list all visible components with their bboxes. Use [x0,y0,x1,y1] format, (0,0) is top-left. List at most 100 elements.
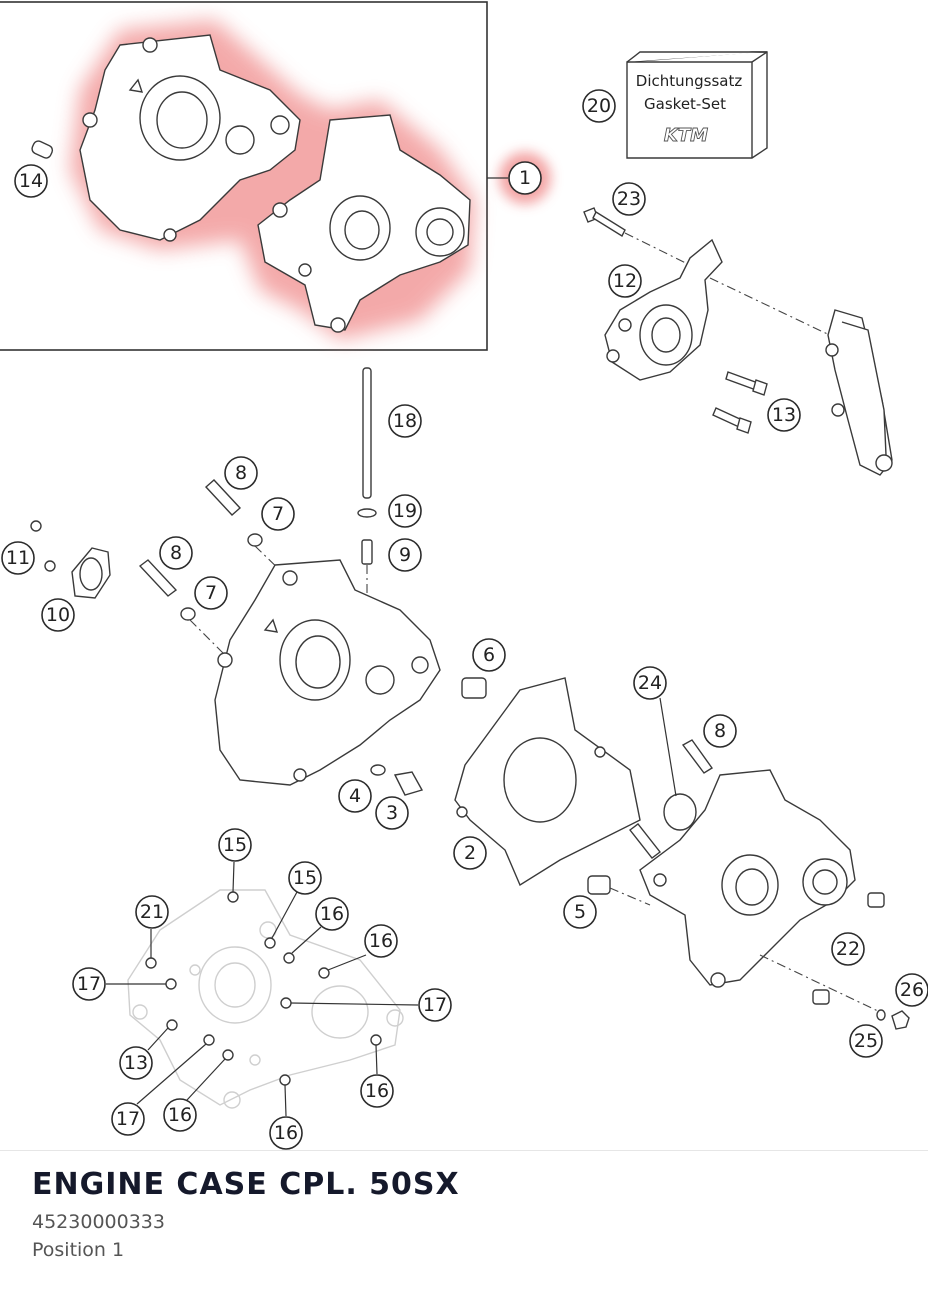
callout-13-bottom[interactable]: 13 [119,1046,153,1080]
part-23-bolt [583,207,626,237]
leader-line [375,1044,378,1075]
callout-1[interactable]: 1 [487,152,551,204]
callout-number: 16 [168,1104,192,1126]
callout-number: 8 [170,542,182,564]
callout-2[interactable]: 2 [453,836,487,870]
part-outline [217,652,233,668]
callout-7-b[interactable]: 7 [194,576,228,610]
part-outline [204,479,242,516]
callout-number: 7 [272,503,284,525]
callout-number: 17 [77,973,101,995]
callout-15-b[interactable]: 15 [288,861,322,895]
part-outline [128,78,144,93]
leader-line [659,697,677,797]
callout-16-b[interactable]: 16 [364,924,398,958]
part-outline [876,1009,886,1021]
callout-number: 18 [393,410,417,432]
part-outline [735,868,769,906]
callout-number: 19 [393,500,417,522]
part-outline [751,51,768,63]
part-18-stud [362,367,372,499]
part-outline [426,218,454,246]
part-outline [223,1091,241,1109]
callout-circle [135,895,169,929]
part-outline [198,946,272,1024]
part-outline [386,1009,404,1027]
part-outline [653,873,667,887]
part-outline [82,112,98,128]
callout-17-b[interactable]: 17 [418,988,452,1022]
leader-line [290,1002,419,1006]
callout-circle [388,538,422,572]
callout-20[interactable]: 20 [582,89,616,123]
callout-circle [159,536,193,570]
callout-6[interactable]: 6 [472,638,506,672]
part-outline [393,771,424,796]
callout-16-e[interactable]: 16 [269,1116,303,1150]
right-case-half [257,114,471,333]
part-outline [812,989,830,1005]
callout-number: 6 [483,644,495,666]
callout-16-d[interactable]: 16 [360,1074,394,1108]
gasket-set-box[interactable]: Dichtungssatz Gasket-Set KTM [626,51,768,159]
callout-circle [582,89,616,123]
exploded-parts-diagram: 1 14 Dichtungssatz Gasket-Set KTM 20 23 … [0,1,928,1150]
part-outline [264,937,276,949]
callout-17-c[interactable]: 17 [111,1102,145,1136]
part-outline [891,1010,910,1030]
callout-18[interactable]: 18 [388,404,422,438]
part-outline [132,1004,148,1020]
callout-4[interactable]: 4 [338,779,372,813]
callout-number: 13 [124,1052,148,1074]
callout-14[interactable]: 14 [14,164,48,198]
callout-9[interactable]: 9 [388,538,422,572]
callout-circle [218,828,252,862]
callout-circle [508,161,542,195]
leader-line [186,1058,226,1101]
part-outline [44,560,56,572]
callout-circle [288,861,322,895]
part-outline [189,964,201,976]
part-outline [344,210,380,250]
callout-24[interactable]: 24 [633,666,667,700]
callout-7-a[interactable]: 7 [261,497,295,531]
leader-line [624,232,701,271]
callout-8-c[interactable]: 8 [703,714,737,748]
callout-10[interactable]: 10 [41,598,75,632]
part-22-right-case [639,769,856,988]
callout-number: 4 [349,785,361,807]
callout-23[interactable]: 23 [612,182,646,216]
callout-circle [612,182,646,216]
callout-8-b[interactable]: 8 [159,536,193,570]
part-7-sleeve-b [180,607,196,621]
part-outline [272,202,288,218]
position-1-group[interactable] [0,1,488,351]
callout-19[interactable]: 19 [388,494,422,528]
part-outline [330,317,346,333]
callout-3[interactable]: 3 [375,796,409,830]
callout-16-a[interactable]: 16 [315,897,349,931]
part-3-plug [393,771,424,796]
callout-13-top[interactable]: 13 [767,398,801,432]
part-2-case-gasket [454,677,641,887]
callout-16-c[interactable]: 16 [163,1098,197,1132]
callout-circle [119,1046,153,1080]
part-outline [298,263,312,277]
part-info-panel: ENGINE CASE CPL. 50SX 45230000333 Positi… [0,1150,928,1291]
callout-number: 5 [574,901,586,923]
part-5-bushing [587,875,611,895]
callout-11[interactable]: 11 [1,541,35,575]
callout-5[interactable]: 5 [563,895,597,929]
callout-25[interactable]: 25 [849,1024,883,1058]
callout-8-a[interactable]: 8 [224,456,258,490]
callout-22[interactable]: 22 [831,932,865,966]
callout-12[interactable]: 12 [608,264,642,298]
part-outline [651,317,681,353]
callout-15-a[interactable]: 15 [218,828,252,862]
callout-26[interactable]: 26 [895,973,928,1007]
callout-17-a[interactable]: 17 [72,967,106,1001]
callout-circle [375,796,409,830]
part-outline [166,1019,178,1031]
callout-circle [388,404,422,438]
callout-21[interactable]: 21 [135,895,169,929]
